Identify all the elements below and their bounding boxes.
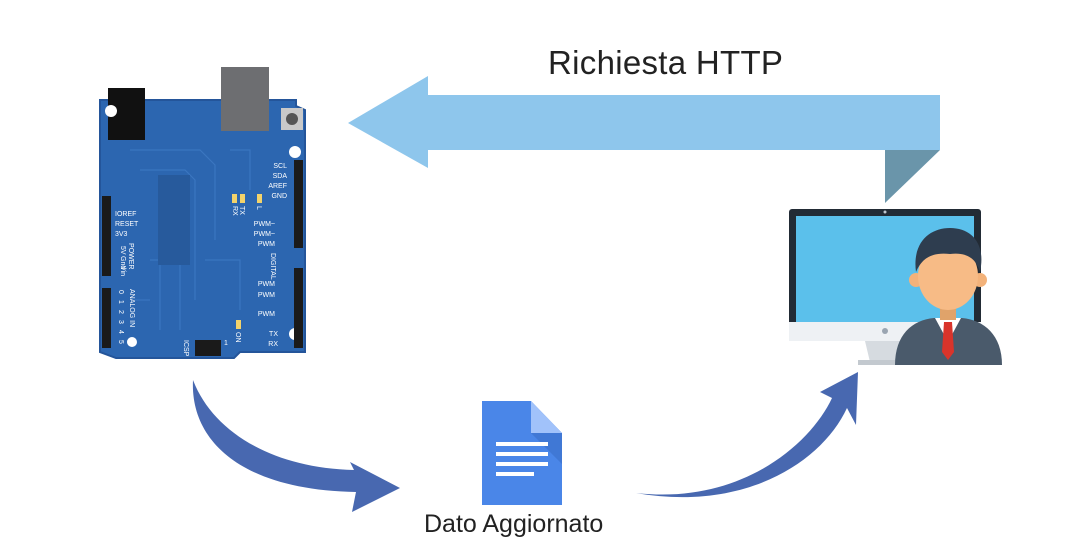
doc-to-computer-arrow — [636, 372, 858, 498]
analog-pin-2: 2 — [117, 310, 124, 314]
pin-label-pwm-2: PWM~ — [254, 231, 275, 238]
digital-title: DIGITAL — [269, 253, 276, 280]
pin-label-vin: Vin — [119, 266, 126, 276]
updated-data-label: Dato Aggiornato — [424, 510, 604, 538]
google-doc-icon — [482, 401, 562, 505]
pin-label-3v3: 3V3 — [115, 231, 128, 238]
pin-label-reset: RESET — [115, 221, 139, 228]
analog-pin-4: 4 — [117, 330, 124, 334]
analog-pin-0: 0 — [117, 290, 124, 294]
l-led-label: L — [255, 206, 262, 210]
analog-pin-5: 5 — [117, 340, 124, 344]
pin-label-pwm-1: PWM~ — [254, 221, 275, 228]
pin-label-5v: 5V — [119, 246, 126, 255]
rx-led-label: RX — [231, 206, 238, 216]
computer-user-icon — [789, 209, 1002, 365]
arduino-board-icon: SCL SDA AREF GND PWM~ PWM~ PWM PWM PWM P… — [99, 67, 306, 359]
pin-label-ioref: IOREF — [115, 211, 136, 218]
pin-label-gnd: GND — [271, 193, 287, 200]
pin-label-sda: SDA — [273, 173, 288, 180]
analog-pin-1: 1 — [117, 300, 124, 304]
pin-label-scl: SCL — [273, 163, 287, 170]
analog-pin-3: 3 — [117, 320, 124, 324]
pin-label-gnd-left: Gnd — [119, 256, 126, 269]
icsp-label: ICSP — [182, 340, 189, 357]
power-title: POWER — [127, 243, 134, 269]
pin-label-rx: RX — [268, 341, 278, 348]
arduino-to-doc-arrow — [192, 380, 400, 512]
pin-label-tx: TX — [269, 331, 278, 338]
pin-label-pwm-5: PWM — [258, 292, 275, 299]
icsp-pin-label: 1 — [224, 340, 228, 347]
on-led-label: ON — [234, 332, 241, 343]
http-request-label: Richiesta HTTP — [548, 44, 784, 81]
http-request-arrow — [348, 76, 940, 203]
pin-label-pwm-4: PWM — [258, 281, 275, 288]
pin-label-aref: AREF — [268, 183, 287, 190]
analog-title: ANALOG IN — [128, 289, 135, 327]
pin-label-pwm-3: PWM — [258, 241, 275, 248]
tx-led-label: TX — [238, 206, 245, 215]
pin-label-pwm-6: PWM — [258, 311, 275, 318]
